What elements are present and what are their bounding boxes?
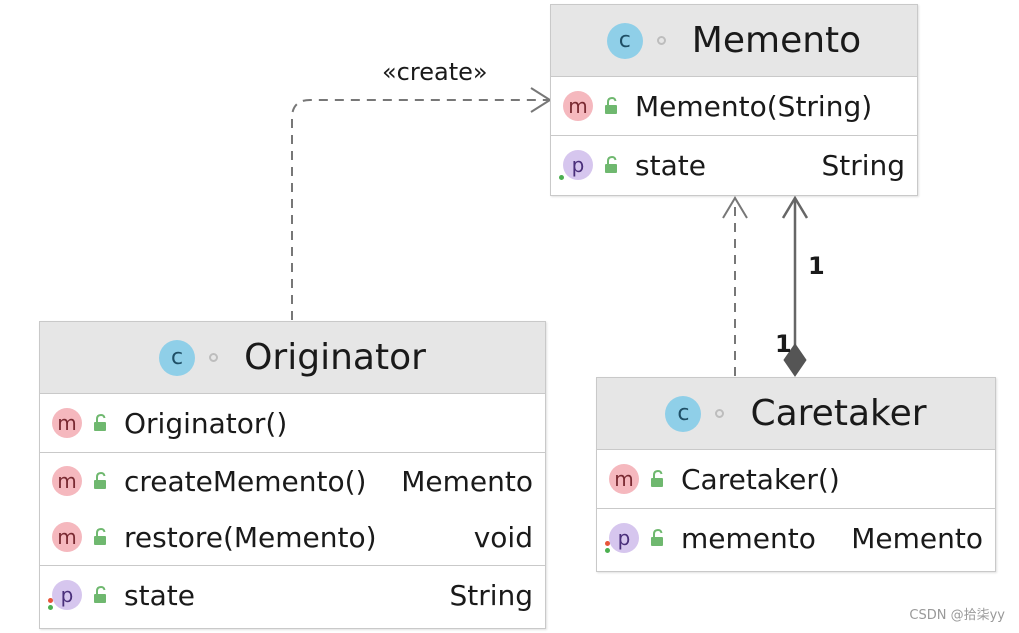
member-name: memento (681, 521, 816, 555)
class-name: Originator (244, 337, 426, 378)
create-dependency-line (291, 99, 548, 320)
member-name: Originator() (124, 406, 288, 440)
class-name: Memento (691, 20, 862, 61)
class-icon: c (665, 395, 702, 432)
watermark: CSDN @拾柒yy (909, 608, 1005, 623)
unlocked-public-icon (651, 529, 663, 546)
unlocked-public-icon (94, 586, 106, 603)
class-memento[interactable]: c Memento m Memento(String) p state Stri… (550, 4, 918, 196)
method-icon: m (52, 522, 82, 552)
property-icon: p (48, 580, 82, 610)
class-originator[interactable]: c Originator m Originator() m createMeme… (39, 321, 546, 629)
class-icon: c (606, 22, 643, 59)
package-visibility-icon (209, 353, 219, 362)
package-visibility-icon (656, 36, 666, 45)
package-visibility-icon (715, 409, 725, 418)
member-row[interactable]: p state String (40, 566, 545, 624)
unlocked-public-icon (94, 414, 106, 431)
constructors-section: m Originator() (40, 394, 545, 453)
caretaker-dependency-arrowhead (722, 196, 748, 219)
multiplicity-memento-end: 1 (808, 252, 825, 280)
multiplicity-caretaker-end: 1 (775, 330, 792, 358)
fields-section: p state String (551, 136, 917, 194)
member-row[interactable]: m Caretaker() (597, 450, 995, 508)
method-icon: m (52, 466, 82, 496)
member-name: restore(Memento) (124, 520, 377, 554)
fields-section: p memento Memento (597, 509, 995, 567)
member-type: void (473, 520, 533, 554)
member-name: Memento(String) (635, 89, 873, 123)
member-name: createMemento() (124, 464, 367, 498)
method-icon: m (563, 91, 593, 121)
unlocked-public-icon (651, 470, 663, 487)
fields-section: p state String (40, 566, 545, 624)
member-row[interactable]: m Memento(String) (551, 77, 917, 135)
class-header: c Memento (551, 5, 917, 77)
class-icon: c (159, 339, 196, 376)
class-name: Caretaker (750, 393, 927, 434)
member-name: Caretaker() (681, 462, 840, 496)
member-row[interactable]: m restore(Memento) void (40, 509, 545, 565)
method-icon: m (52, 408, 82, 438)
class-header: c Originator (40, 322, 545, 394)
property-icon: p (559, 150, 593, 180)
create-stereotype-label: «create» (382, 58, 488, 86)
unlocked-public-icon (94, 528, 106, 545)
method-icon: m (609, 464, 639, 494)
composition-diamond (783, 343, 807, 377)
member-type: Memento (851, 521, 983, 555)
class-header: c Caretaker (597, 378, 995, 450)
property-icon: p (605, 523, 639, 553)
unlocked-public-icon (94, 472, 106, 489)
member-name: state (124, 578, 195, 612)
constructors-section: m Caretaker() (597, 450, 995, 509)
member-row[interactable]: m Originator() (40, 394, 545, 452)
member-row[interactable]: p memento Memento (597, 509, 995, 567)
methods-section: m createMemento() Memento m restore(Meme… (40, 453, 545, 566)
unlocked-public-icon (605, 97, 617, 114)
member-name: state (635, 148, 706, 182)
member-row[interactable]: m createMemento() Memento (40, 453, 545, 509)
unlocked-public-icon (605, 156, 617, 173)
composition-arrowhead (781, 195, 809, 219)
class-caretaker[interactable]: c Caretaker m Caretaker() p memento Meme… (596, 377, 996, 572)
member-type: String (449, 578, 533, 612)
member-row[interactable]: p state String (551, 136, 917, 194)
member-type: String (821, 148, 905, 182)
member-type: Memento (401, 464, 533, 498)
methods-section: m Memento(String) (551, 77, 917, 136)
